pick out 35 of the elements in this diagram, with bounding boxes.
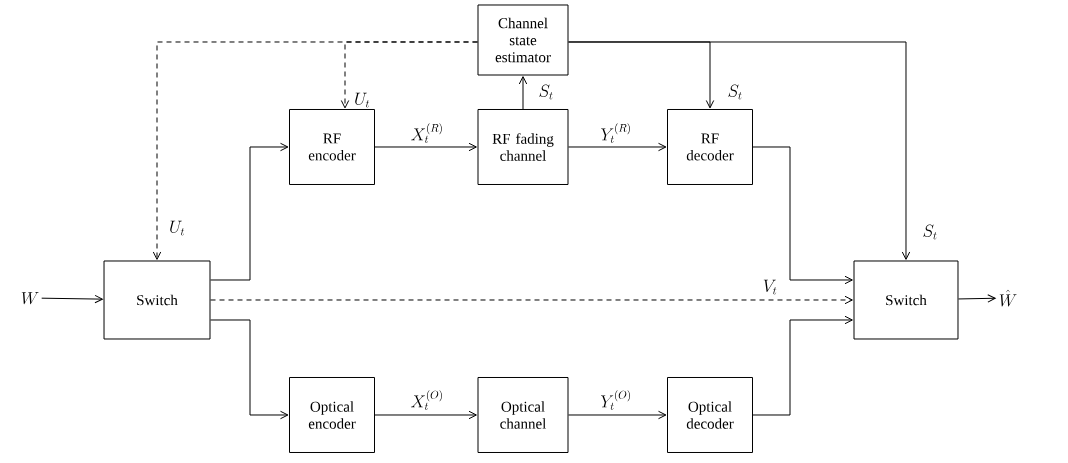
edge-label: $Y_t^{(R)}$: [599, 122, 633, 144]
edge-label: $S_t$: [921, 223, 939, 241]
edge-label: $S_t$: [537, 83, 555, 101]
edge-label: $U_t$: [353, 91, 371, 109]
arrow: [210, 319, 289, 420]
arrow: [210, 295, 853, 305]
arrow: [568, 142, 667, 152]
edge-label: $X_t^{(R)}$: [409, 122, 445, 144]
process-box: Optical channel: [477, 377, 569, 453]
arrow: [568, 41, 911, 260]
arrow: [568, 410, 667, 420]
edge-label: $U_t$: [168, 219, 186, 237]
formula-label: $\hat{W}$: [999, 289, 1017, 307]
edge-label: $Y_t^{(O)}$: [599, 389, 633, 411]
arrow: [41, 294, 103, 304]
process-box: Optical decoder: [667, 377, 753, 453]
arrow: [152, 41, 478, 260]
process-box: Switch: [853, 260, 959, 340]
process-box: Switch: [103, 260, 211, 340]
edge-label: $X_t^{(O)}$: [409, 389, 445, 411]
edge-label: $V_t$: [761, 278, 779, 296]
edge-label: $S_t$: [726, 83, 744, 101]
arrow: [518, 76, 528, 110]
formula-label: $W$: [21, 292, 39, 305]
process-box: Optical encoder: [289, 377, 375, 453]
process-box: RF decoder: [667, 109, 753, 185]
arrow: [374, 142, 477, 152]
arrow: [958, 294, 996, 303]
process-box: Channel state estimator: [477, 4, 569, 76]
arrow: [374, 410, 477, 420]
arrow: [210, 142, 289, 281]
arrow: [752, 315, 853, 416]
process-box: RF encoder: [289, 109, 375, 185]
arrow: [752, 146, 853, 285]
process-box: RF fading channel: [477, 109, 569, 185]
